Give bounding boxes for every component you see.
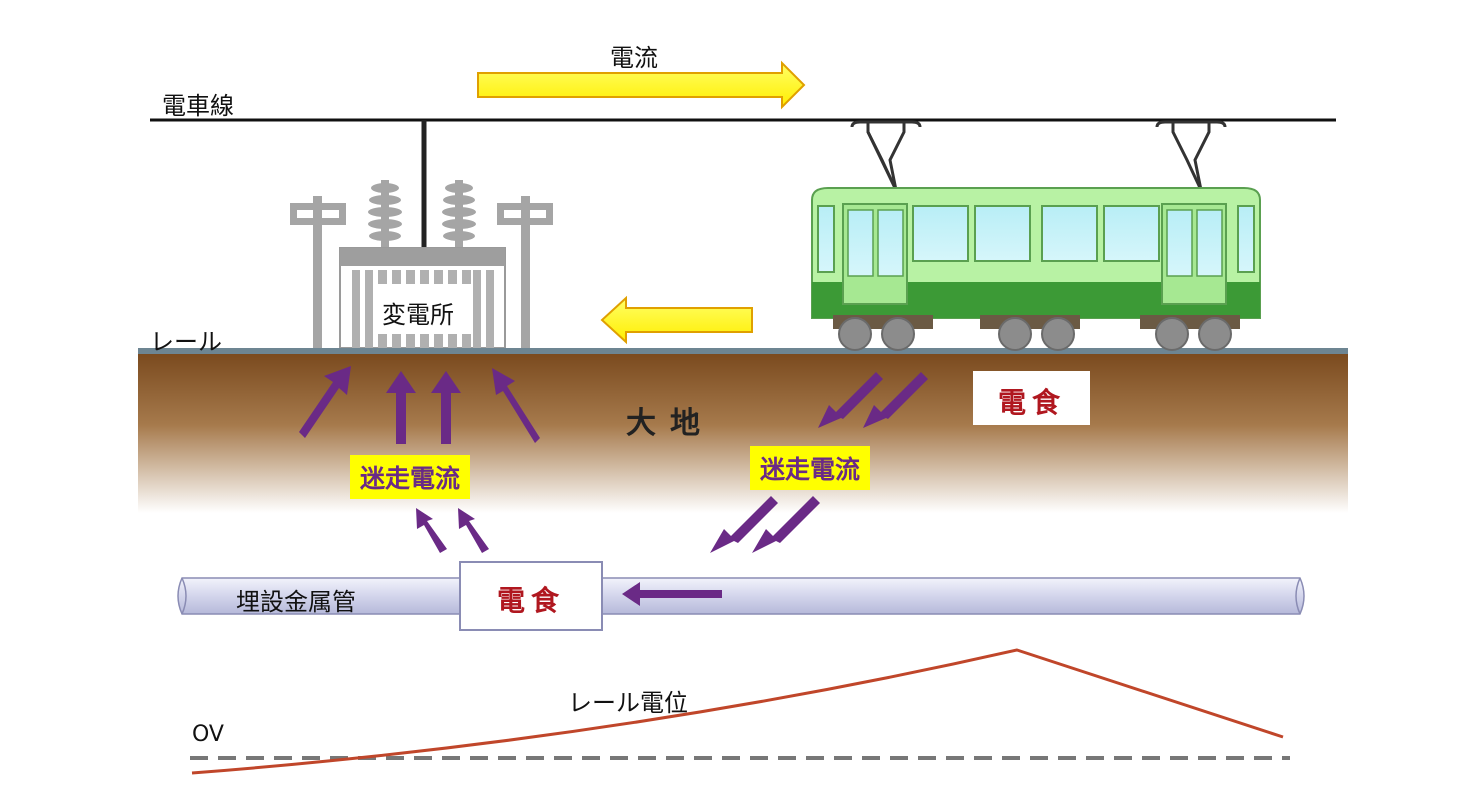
- rail: [138, 348, 1348, 354]
- corrosion-box-top: [973, 371, 1090, 425]
- buried-pipe-label: 埋設金属管: [236, 588, 356, 616]
- stray-arrows-to-pipe: [710, 496, 820, 553]
- stray-arrows-from-rail: [818, 372, 928, 428]
- current-arrow-right: [477, 60, 806, 110]
- overhead-line-label: 電車線: [162, 92, 234, 120]
- rail-potential-label: レール電位: [568, 689, 688, 717]
- tram: [811, 120, 1261, 351]
- current-label: 電流: [610, 44, 658, 72]
- substation: [290, 120, 553, 349]
- corrosion-box-pipe: [459, 561, 603, 631]
- stray-current-label-right: 迷走電流: [750, 446, 871, 490]
- stray-arrows-to-substation: [299, 366, 540, 444]
- rail-potential-curve: [191, 648, 1284, 775]
- earth-ground: [138, 353, 1348, 513]
- stray-current-label-left: 迷走電流: [350, 455, 471, 499]
- corrosion-label-pipe: 電食: [497, 584, 566, 617]
- stray-arrow-in-pipe: [622, 582, 722, 606]
- stray-arrows-from-pipe: [416, 508, 489, 553]
- corrosion-label-top: 電食: [998, 386, 1067, 419]
- substation-label: 変電所: [382, 301, 454, 329]
- rail-label: レール: [150, 328, 222, 356]
- current-arrow-left: [600, 295, 753, 345]
- zero-volt-label: OV: [192, 722, 224, 747]
- earth-label: 大地: [626, 406, 714, 441]
